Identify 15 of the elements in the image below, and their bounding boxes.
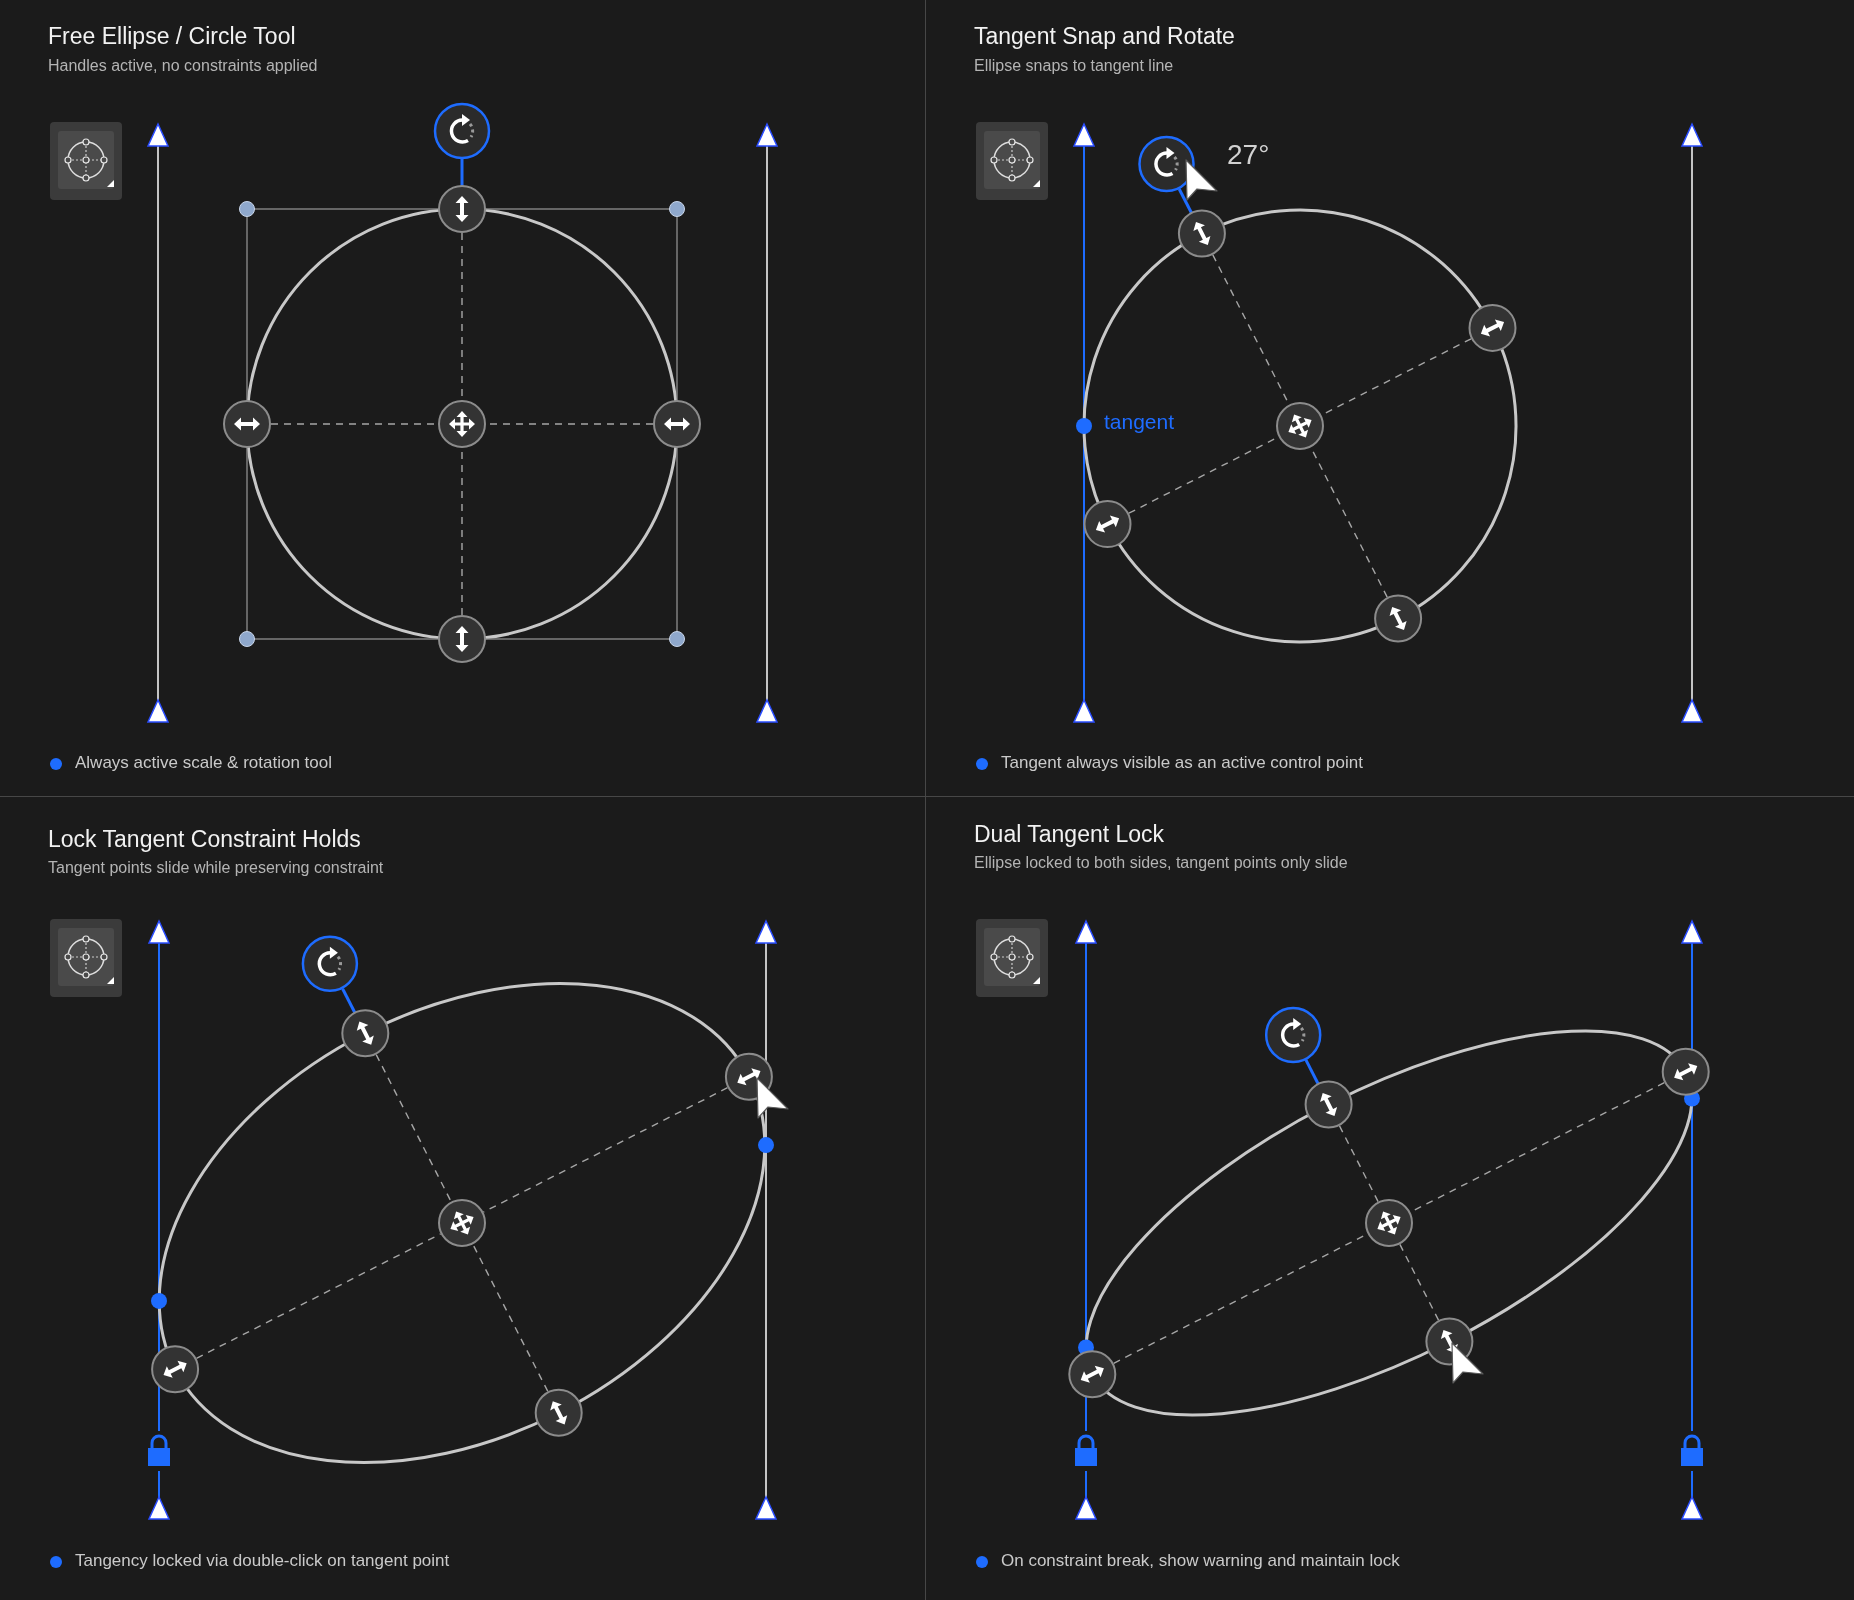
tangent-label: tangent xyxy=(1104,409,1175,435)
footnote-text: Tangent always visible as an active control point xyxy=(1001,753,1363,774)
panel-subtitle: Ellipse snaps to tangent line xyxy=(974,56,1174,76)
angle-label: 27° xyxy=(1227,138,1270,172)
panel-title: Free Ellipse / Circle Tool xyxy=(48,23,296,51)
panel-title: Tangent Snap and Rotate xyxy=(974,23,1235,51)
footnote-text: On constraint break, show warning and maintain lock xyxy=(1001,1551,1400,1572)
panel-subtitle: Handles active, no constraints applied xyxy=(48,56,318,76)
diagram-panel xyxy=(0,0,926,797)
footnote-text: Always active scale & rotation tool xyxy=(75,753,332,774)
panel-subtitle: Ellipse locked to both sides, tangent points only slide xyxy=(974,853,1348,873)
panel-subtitle: Tangent points slide while preserving constraint xyxy=(48,858,384,878)
panel-title: Lock Tangent Constraint Holds xyxy=(48,826,361,854)
footnote-text: Tangency locked via double-click on tangent point xyxy=(75,1551,450,1572)
panel-title: Dual Tangent Lock xyxy=(974,821,1165,849)
